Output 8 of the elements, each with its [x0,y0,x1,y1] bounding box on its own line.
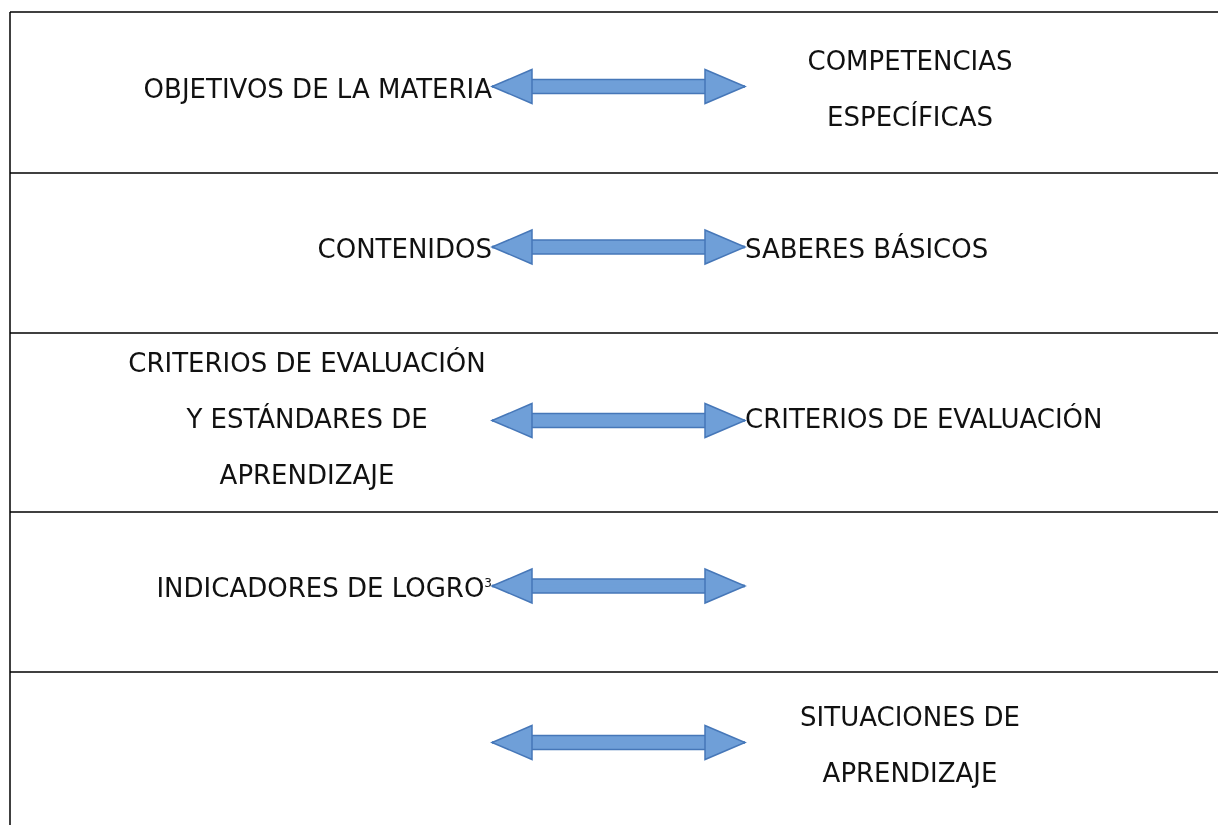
table-cell: COMPETENCIAS ESPECÍFICAS [745,32,1075,145]
table-cell: SABERES BÁSICOS [745,221,989,277]
table-cell: OBJETIVOS DE LA MATERIA [143,60,492,117]
table-cell: INDICADORES DE LOGRO$^{3}$ [156,560,492,616]
table-cell: SITUACIONES DE APRENDIZAJE [745,688,1075,801]
table-cell: CONTENIDOS [317,221,492,277]
table-cell: CRITERIOS DE EVALUACIÓN [745,390,1103,447]
table-cell: CRITERIOS DE EVALUACIÓN Y ESTÁNDARES DE APRENDIZAJE [122,334,492,503]
